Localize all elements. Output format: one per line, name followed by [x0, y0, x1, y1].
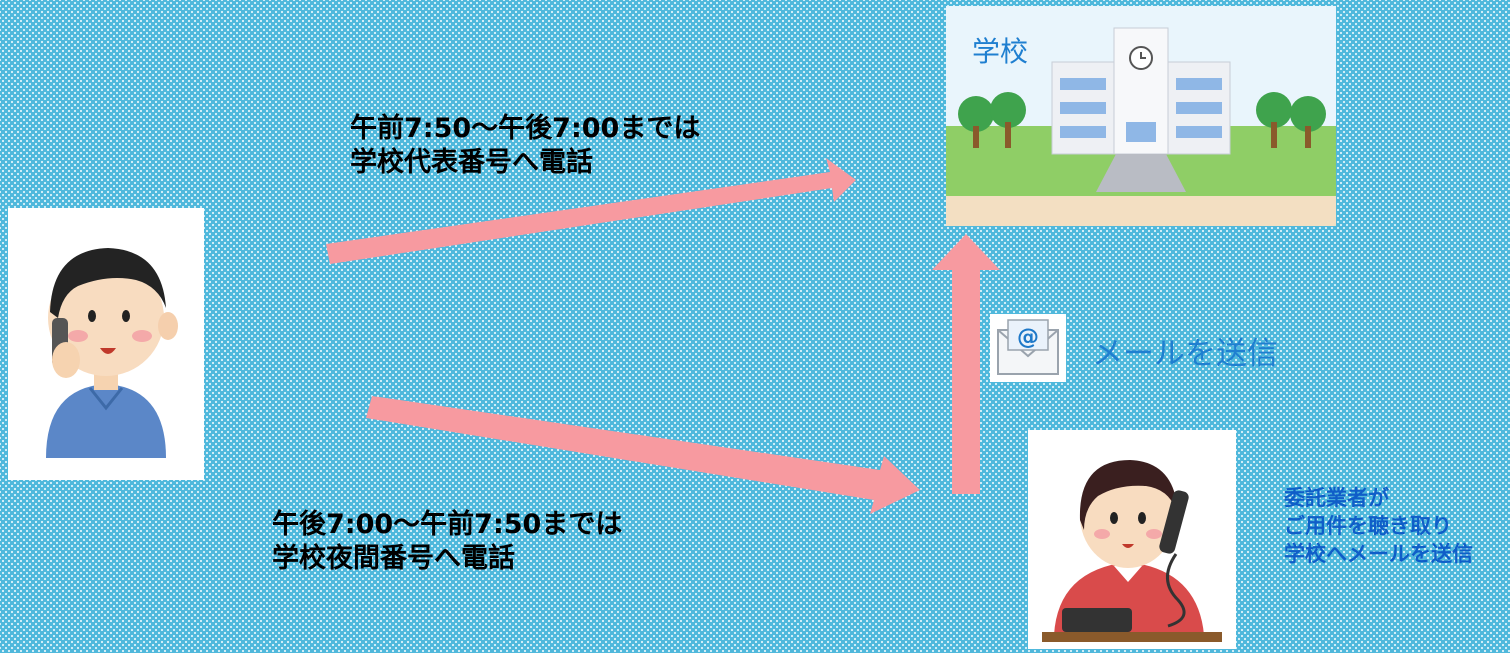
arrow-caller-to-operator	[366, 396, 920, 514]
mail-label: メールを送信	[1092, 336, 1278, 372]
at-sign-icon: @	[1017, 325, 1039, 350]
night-route-time: 午後7:00～午前7:50までは	[272, 509, 623, 540]
day-route-action: 学校代表番号へ電話	[350, 147, 593, 178]
arrow-operator-to-school	[932, 234, 1000, 494]
operator-note-line1: 委託業者が	[1284, 486, 1389, 510]
day-route-time: 午前7:50～午後7:00までは	[350, 113, 701, 144]
day-route-text: 午前7:50～午後7:00までは 学校代表番号へ電話	[350, 112, 700, 180]
mail-envelope-icon: @	[990, 314, 1066, 382]
operator-illustration	[1042, 460, 1222, 642]
school-panel: 学校	[946, 6, 1336, 226]
operator-panel	[1028, 430, 1236, 649]
arrow-caller-to-school	[326, 158, 856, 264]
caller-panel	[8, 208, 204, 480]
night-route-action: 学校夜間番号へ電話	[272, 543, 515, 574]
operator-note: 委託業者が ご用件を聴き取り 学校へメールを送信	[1284, 484, 1473, 568]
school-illustration	[946, 6, 1336, 226]
school-label: 学校	[972, 35, 1029, 68]
operator-note-line2: ご用件を聴き取り	[1284, 514, 1452, 538]
caller-illustration	[46, 248, 178, 458]
night-route-text: 午後7:00～午前7:50までは 学校夜間番号へ電話	[272, 508, 622, 576]
operator-note-line3: 学校へメールを送信	[1284, 542, 1473, 566]
